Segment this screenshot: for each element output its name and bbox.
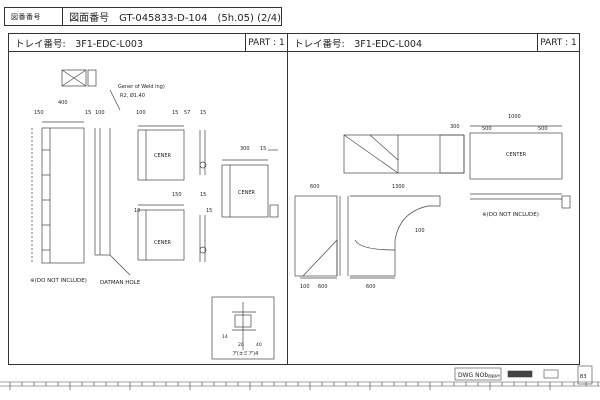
left-note-excl: ※(DO NOT INCLUDE) [30,278,87,284]
header-title: 図面番号 GT-045833-D-104 (5h.05) (2/4) [69,13,281,24]
left-dim: 15 [206,208,212,214]
left-dim: 100 [136,110,146,116]
left-detail-dim: 14 [222,334,228,340]
right-dim-main: 100 [415,228,425,234]
left-center-1: CENER [154,153,172,159]
left-dim: 15 [85,110,91,116]
left-dim: 57 [184,110,190,116]
left-dim: 150 [34,110,44,116]
drawing-header: 図番番号 図面番号 GT-045833-D-104 (5h.05) (2/4) [4,7,282,26]
left-cener-box-3 [221,149,279,218]
left-note-gen: Gener of Weld ing) [118,84,165,90]
left-dim: 15 [200,192,206,198]
right-dim-top: 300 [450,124,460,130]
right-dim-main: 100 [300,284,310,290]
drawing-frame: トレイ番号: 3F1-EDC-L003 PART : 1 トレイ番号: 3F1-… [8,33,580,365]
left-detail-label: ア(±ミア)4 [232,351,258,357]
left-dim: 300 [240,146,250,152]
left-dim: 15 [200,110,206,116]
left-detail-dim: 40 [256,342,262,348]
left-tall-tray [31,89,131,276]
left-dim: 15 [172,110,178,116]
right-note-excl: ※(DO NOT INCLUDE) [482,212,539,218]
panel-divider [287,34,288,364]
left-note-hole: DATMAN HOLE [100,280,141,286]
left-detail-box [211,296,275,360]
right-dim-top: 500 [482,126,492,132]
right-tray-title: トレイ番号: 3F1-EDC-L004 [294,38,422,50]
header-code-label: 図番番号 [5,8,64,25]
footer-corner: B3 [580,374,587,380]
footer-titleblock [454,365,593,385]
right-dim-main: 600 [366,284,376,290]
left-note-r: R2, Ø1.40 [120,92,145,99]
left-tray-title: トレイ番号: 3F1-EDC-L003 [15,38,143,50]
left-dim: 100 [95,110,105,116]
right-main-tray [294,195,441,279]
right-tray-part: PART : 1 [537,34,579,51]
right-dim-top: 1000 [508,114,521,120]
right-tray-header: トレイ番号: 3F1-EDC-L004 PART : 1 [288,34,579,52]
left-dim: 15 [260,146,266,152]
right-dim-top: 500 [538,126,548,132]
right-top-tray [343,125,571,209]
right-dim-main: 600 [310,184,320,190]
left-symbol-box [61,69,97,87]
left-tray-header: トレイ番号: 3F1-EDC-L003 PART : 1 [9,34,287,52]
left-center-3: CENER [238,190,256,196]
left-dim: 10 [134,208,140,214]
left-cener-box-1 [137,125,207,181]
right-dim-main: 1300 [392,184,405,190]
footer-dwg-label: DWG NOb [458,372,488,379]
left-detail-dim: 20 [238,342,244,348]
left-cener-box-2 [137,204,207,262]
footer-ruler [0,381,600,387]
right-dim-main: 600 [318,284,328,290]
left-center-2: CENER [154,240,172,246]
footer-small-text: 図面番号 [488,373,500,378]
right-center: CENTER [506,152,527,158]
left-dim: 400 [58,100,68,106]
left-dim: 150 [172,192,182,198]
left-tray-part: PART : 1 [245,34,287,51]
